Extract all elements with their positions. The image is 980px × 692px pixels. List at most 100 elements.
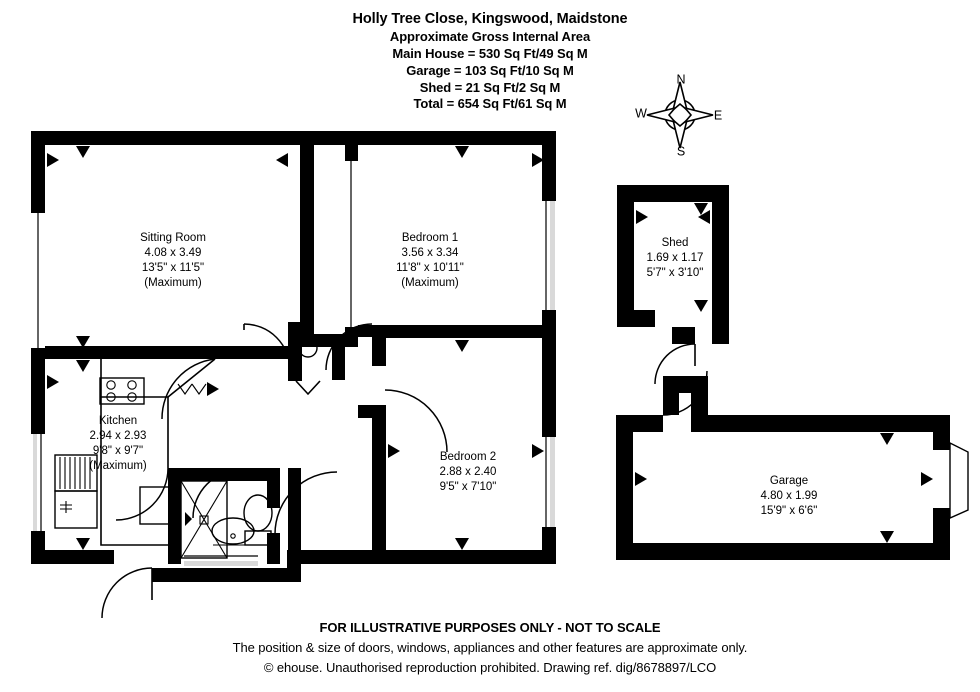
compass-rose: N S E W — [635, 72, 722, 158]
plan-footer: FOR ILLUSTRATIVE PURPOSES ONLY - NOT TO … — [0, 618, 980, 678]
marker-garage-top — [880, 433, 894, 445]
footer-copyright: © ehouse. Unauthorised reproduction proh… — [263, 660, 717, 676]
internal-wall-bed1-bed2 — [372, 325, 556, 338]
shed-outline — [617, 185, 729, 385]
extractor-chevron-1 — [177, 383, 193, 395]
room-label-bedroom-2-metric: 2.88 x 2.40 — [440, 466, 497, 478]
marker-bed2-bottom — [455, 538, 469, 550]
compass-west-needle — [646, 106, 678, 124]
marker-sitting-bottom — [76, 336, 90, 348]
room-label-bedroom-2-imperial: 9'5" x 7'10" — [440, 481, 497, 493]
marker-garage-left — [635, 472, 647, 486]
room-label-sitting-room-metric: 4.08 x 3.49 — [145, 247, 202, 259]
room-label-bedroom-1-name: Bedroom 1 — [402, 232, 458, 244]
room-label-kitchen-imperial: 9'8" x 9'7" — [93, 445, 143, 457]
bathroom-fixtures — [180, 480, 273, 559]
marker-kitchen-left — [47, 375, 59, 389]
shower-tray-outline — [180, 480, 228, 559]
glazing-bed1-right-fill — [550, 201, 555, 310]
door-opening-front — [114, 550, 152, 568]
wall-nub-bed1-top — [345, 145, 358, 161]
marker-kitchen-top — [76, 360, 90, 372]
room-label-shed-metric: 1.69 x 1.17 — [647, 252, 704, 264]
hob-ring-4 — [127, 392, 137, 402]
cupboard-wall-right — [332, 334, 345, 380]
shower-door-marker — [185, 512, 192, 526]
room-label-sitting-room-note: (Maximum) — [144, 277, 202, 289]
garage-wall-band — [616, 376, 950, 560]
sink-tap-icon — [60, 501, 72, 513]
compass-label-east: E — [714, 108, 722, 122]
internal-wall-sitting-kitchen — [45, 346, 215, 359]
marker-shed-top — [694, 203, 708, 215]
marker-bed2-right — [532, 444, 544, 458]
room-label-sitting-room-imperial: 13'5" x 11'5" — [142, 262, 204, 274]
shed-wall-band — [617, 185, 729, 344]
marker-bed2-left — [388, 444, 400, 458]
door-arc-garage-person — [662, 370, 708, 416]
room-label-kitchen-name: Kitchen — [99, 415, 137, 427]
wall-stub-hall-right — [358, 325, 372, 337]
extractor-icon — [177, 383, 207, 395]
basin-plug-icon — [230, 533, 236, 539]
room-label-garage-name: Garage — [770, 475, 808, 487]
hob-outline — [99, 377, 145, 405]
extractor-chevron-2 — [191, 383, 207, 395]
internal-wall-hall-right — [288, 468, 301, 564]
internal-wall-bed2-left-lower — [372, 440, 386, 550]
toilet-bowl-icon — [243, 494, 273, 532]
sink-icon — [54, 454, 98, 529]
marker-kitchen-right — [207, 382, 219, 396]
room-label-kitchen-metric: 2.94 x 2.93 — [90, 430, 147, 442]
internal-wall-bathroom-right-lower — [267, 533, 280, 564]
marker-sitting-left — [47, 153, 59, 167]
room-label-bedroom-1-metric: 3.56 x 3.34 — [402, 247, 460, 259]
garage-outline — [616, 370, 969, 560]
glazing-bathroom-bottom-fill — [184, 561, 258, 566]
main-house-outline — [31, 131, 556, 619]
room-label-shed-imperial: 5'7" x 3'10" — [647, 267, 704, 279]
garage-main-door-opening — [933, 450, 950, 508]
marker-garage-right — [921, 472, 933, 486]
internal-wall-bathroom-top — [168, 468, 280, 481]
room-label-bedroom-1-note: (Maximum) — [401, 277, 459, 289]
door-arc-bed1-hall — [325, 323, 373, 371]
internal-wall-sitting-kitchen-right — [215, 346, 300, 359]
page-title: Holly Tree Close, Kingswood, Maidstone — [352, 11, 628, 27]
marker-bed1-top — [455, 146, 469, 158]
footer-note: The position & size of doors, windows, a… — [232, 640, 748, 656]
window-glazing — [33, 201, 555, 566]
marker-bed1-right — [532, 153, 544, 167]
door-arc-hall-bathroom — [274, 471, 338, 535]
compass-north-needle — [671, 81, 689, 113]
marker-shed-right — [698, 210, 710, 224]
hob-ring-3 — [106, 392, 116, 402]
room-label-kitchen-note: (Maximum) — [89, 460, 147, 472]
hob-icon — [99, 377, 145, 405]
shower-drain-icon — [199, 515, 209, 525]
garage-door-leaf — [949, 441, 969, 520]
room-label-garage-imperial: 15'9" x 6'6" — [761, 505, 818, 517]
room-labels: Sitting Room 4.08 x 3.49 13'5" x 11'5" (… — [89, 232, 817, 517]
marker-bed2-top — [455, 340, 469, 352]
door-arc-hall-lower — [115, 467, 169, 521]
hob-ring-1 — [106, 380, 116, 390]
sink-basin-outline — [54, 490, 98, 529]
cupboard-wall-top — [300, 334, 358, 347]
compass-label-west: W — [635, 106, 647, 120]
garage-markers — [635, 433, 933, 543]
header-subtitle: Approximate Gross Internal Area — [389, 28, 591, 44]
marker-garage-bottom — [880, 531, 894, 543]
area-garage: Garage = 103 Sq Ft/10 Sq M — [406, 62, 574, 78]
hot-water-cylinder-icon — [298, 338, 318, 358]
glazing-kitchen-left-fill — [33, 434, 37, 531]
marker-wall-right-of-sitting — [302, 153, 314, 167]
hob-ring-2 — [127, 380, 137, 390]
compass-label-south: S — [677, 144, 685, 158]
door-arc-hall-bed2 — [384, 389, 448, 453]
compass-label-north: N — [676, 72, 685, 86]
internal-wall-sitting-bed1 — [300, 145, 314, 334]
garage-person-door-opening — [663, 415, 679, 432]
